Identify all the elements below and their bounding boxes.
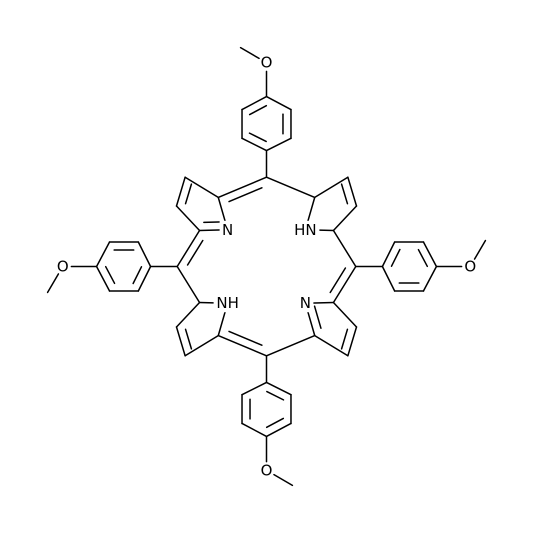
nh-top-right-label: HN bbox=[294, 221, 317, 239]
aryl-top-o-methyl-bond bbox=[239, 46, 260, 60]
aryl-right-ring-c-inner bbox=[417, 248, 429, 268]
pyrrole-top-left-bond-2-main bbox=[175, 176, 186, 207]
aryl-top-ring-a-main bbox=[241, 137, 268, 152]
aryl-top-ring-a-inner bbox=[248, 132, 267, 143]
oxygen-top-label: O bbox=[261, 54, 273, 72]
aryl-left-ring-a-inner bbox=[132, 266, 143, 285]
meso-right-bottom-main bbox=[332, 265, 357, 304]
meso-bottom-left-inner bbox=[228, 330, 263, 346]
meso-bottom-right bbox=[265, 334, 316, 357]
aryl-top-ring-f bbox=[265, 137, 292, 152]
meso-left-bottom bbox=[176, 265, 201, 304]
meso-top-left-main bbox=[217, 176, 268, 199]
aryl-bottom-ring-d bbox=[241, 422, 268, 438]
meso-top-right bbox=[265, 176, 316, 199]
aryl-bottom-o-methyl-bond bbox=[273, 473, 294, 487]
oxygen-bottom-label: O bbox=[261, 461, 273, 479]
aryl-bottom-ring-c-main bbox=[265, 422, 292, 438]
nitrogen-bottom-right-label: N bbox=[300, 294, 311, 312]
pyrrole-bottom-right-bond-0-inner bbox=[313, 305, 322, 329]
meso-right-bottom-inner bbox=[329, 267, 347, 294]
aryl-left-ring-d bbox=[95, 241, 111, 268]
aryl-left-ring-f bbox=[137, 241, 152, 268]
pyrrole-bottom-right-bond-1 bbox=[313, 334, 349, 357]
oxygen-right-label: O bbox=[464, 258, 476, 276]
aryl-left-ring-c-main bbox=[95, 265, 111, 292]
label-mask bbox=[297, 294, 314, 313]
pyrrole-top-right-bond-2-inner bbox=[340, 183, 349, 205]
nh-bottom-left-label: NH bbox=[216, 294, 239, 312]
oxygen-left-label: O bbox=[57, 258, 69, 276]
aryl-top-ring-d bbox=[265, 95, 292, 111]
pyrrole-bottom-left-bond-2-main bbox=[175, 326, 186, 357]
aryl-right-ring-a-inner bbox=[390, 248, 401, 267]
aryl-right-ring-c-main bbox=[422, 241, 438, 268]
aryl-right-ring-a-main bbox=[381, 241, 396, 268]
label-mask bbox=[291, 220, 320, 239]
aryl-bottom-ring-f bbox=[241, 381, 268, 396]
aryl-top-ring-c-main bbox=[241, 95, 268, 111]
aryl-bottom-ring-a-inner bbox=[266, 390, 285, 401]
meso-left-top-main bbox=[176, 229, 201, 268]
aryl-left-ring-a-main bbox=[137, 265, 152, 292]
meso-right-top bbox=[332, 229, 357, 268]
aryl-top-ring-c-inner bbox=[248, 104, 268, 116]
label-mask bbox=[213, 294, 242, 313]
pyrrole-top-left-bond-3 bbox=[184, 176, 220, 199]
aryl-bottom-ring-c-inner bbox=[265, 417, 285, 429]
pyrrole-bottom-left-bond-2-inner bbox=[184, 328, 193, 350]
aryl-left-o-methyl-bond bbox=[46, 273, 60, 294]
pyrrole-bottom-right-bond-2-inner bbox=[340, 328, 349, 350]
pyrrole-bottom-left-bond-3 bbox=[184, 334, 220, 357]
meso-bottom-left-main bbox=[217, 334, 268, 357]
nitrogen-top-left-label: N bbox=[222, 221, 233, 239]
pyrrole-bottom-right-bond-3 bbox=[332, 301, 358, 328]
label-mask bbox=[219, 220, 236, 239]
bond-lines bbox=[46, 46, 487, 487]
aryl-bottom-ring-a-main bbox=[265, 381, 292, 396]
pyrrole-top-left-bond-2-inner bbox=[184, 183, 193, 205]
pyrrole-bottom-left-bond-1 bbox=[175, 301, 201, 328]
meso-top-left-inner bbox=[228, 187, 263, 203]
pyrrole-bottom-right-bond-2-main bbox=[347, 326, 358, 357]
pyrrole-top-right-bond-2-main bbox=[347, 176, 358, 207]
pyrrole-top-left-bond-1 bbox=[175, 205, 201, 232]
pyrrole-top-right-bond-1 bbox=[313, 176, 349, 199]
aryl-right-ring-d bbox=[422, 265, 438, 292]
aryl-right-o-methyl-bond bbox=[473, 239, 487, 260]
aryl-left-ring-c-inner bbox=[104, 265, 116, 285]
meso-left-top-inner bbox=[186, 239, 204, 266]
pyrrole-top-right-bond-3 bbox=[332, 205, 358, 232]
aryl-right-ring-f bbox=[381, 265, 396, 292]
